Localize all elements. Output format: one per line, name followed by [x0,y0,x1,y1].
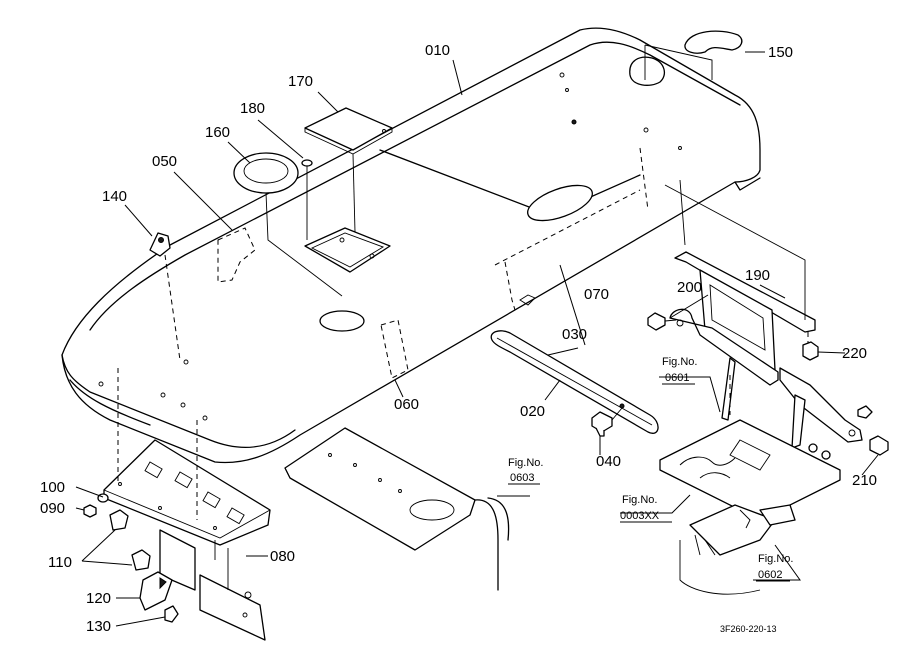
label-170: 170 [288,73,313,90]
fig-0601-number: 0601 [665,372,689,384]
label-040: 040 [596,453,621,470]
figure-references: Fig.No. 0603 Fig.No. 0601 Fig.No. 0003XX… [508,356,793,582]
label-190: 190 [745,267,770,284]
hood-cover-010 [61,27,761,464]
cover-plate-150 [644,30,743,80]
fig-0601-title: Fig.No. [662,356,697,368]
nut-090 [83,504,97,518]
bracket-120 [139,571,173,611]
label-020: 020 [520,403,545,420]
trim-strip-020 [490,330,659,434]
label-030: 030 [562,326,587,343]
label-070: 070 [584,286,609,303]
leader-lines [75,51,879,627]
label-010: 010 [425,42,450,59]
label-090: 090 [40,500,65,517]
grommet-110 [109,509,151,571]
label-060: 060 [394,396,419,413]
label-210: 210 [852,472,877,489]
label-160: 160 [205,124,230,141]
fig-0602-number: 0602 [758,569,782,581]
fig-0003xx-title: Fig.No. [622,494,657,506]
floor-plate-080 [103,368,271,641]
label-100: 100 [40,479,65,496]
label-050: 050 [152,153,177,170]
fig-0603-number: 0603 [510,472,534,484]
bolt-040 [591,407,623,437]
label-140: 140 [102,188,127,205]
latch-part-140 [149,232,181,361]
label-120: 120 [86,590,111,607]
screw-180 [301,159,313,240]
label-130: 130 [86,618,111,635]
clip-130 [164,605,179,623]
drawing-code: 3F260-220-13 [720,624,777,634]
bracket-190 [664,179,863,449]
bolt-220 [802,341,819,361]
fig-0603-title: Fig.No. [508,457,543,469]
fig-0602-title: Fig.No. [758,553,793,565]
label-200: 200 [677,279,702,296]
label-110: 110 [48,554,72,571]
fig-0003xx-number: 0003XX [620,510,660,522]
part-labels: 010 150 170 180 160 050 140 070 030 020 … [40,42,877,635]
bolt-210 [808,405,889,460]
label-180: 180 [240,100,265,117]
transmission-assembly [659,419,841,595]
label-150: 150 [768,44,793,61]
label-220: 220 [842,345,867,362]
floor-panel-0603 [284,427,510,591]
rail-060 [380,319,409,379]
label-080: 080 [270,548,295,565]
bracket-050 [217,227,256,283]
bolt-200 [647,312,677,331]
lid-170 [304,107,393,233]
